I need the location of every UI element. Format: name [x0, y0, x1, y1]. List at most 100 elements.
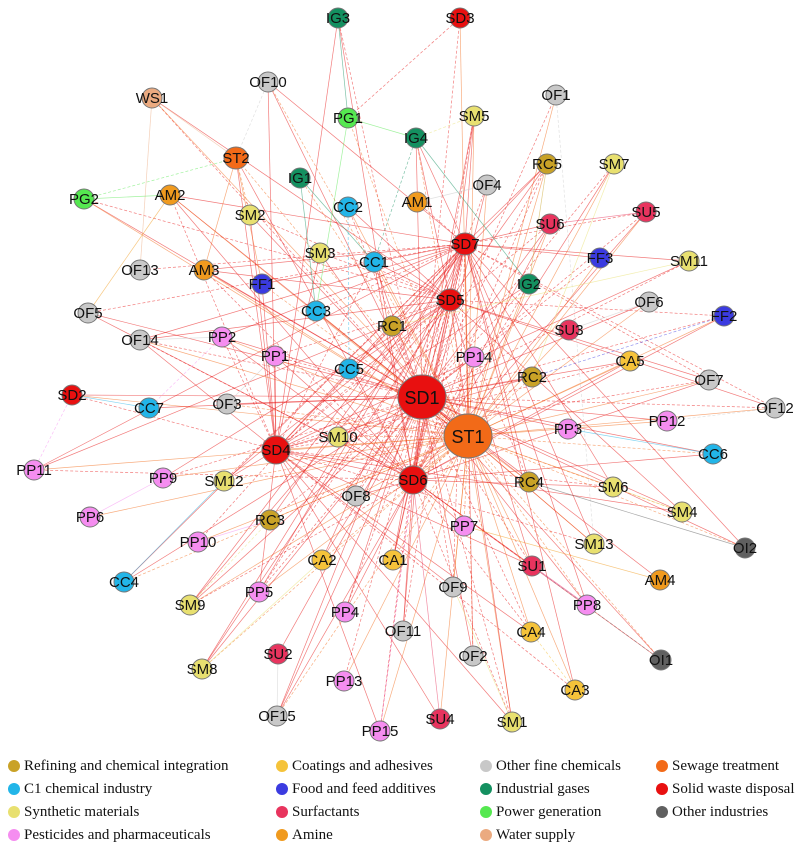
node-sd2[interactable]: SD2 — [57, 384, 87, 406]
node-sd3[interactable]: SD3 — [445, 7, 475, 29]
node-pp3[interactable]: PP3 — [554, 418, 582, 440]
node-su2[interactable]: SU2 — [263, 643, 293, 665]
node-of11[interactable]: OF11 — [385, 620, 421, 642]
node-cc3[interactable]: CC3 — [301, 300, 331, 322]
node-ff3[interactable]: FF3 — [587, 247, 614, 269]
node-pp4[interactable]: PP4 — [331, 601, 359, 623]
node-sd5[interactable]: SD5 — [435, 288, 465, 312]
node-sm1[interactable]: SM1 — [497, 711, 528, 733]
node-of8[interactable]: OF8 — [341, 485, 371, 507]
node-of15[interactable]: OF15 — [258, 705, 296, 727]
node-sm3[interactable]: SM3 — [305, 242, 336, 264]
node-sm7[interactable]: SM7 — [599, 153, 630, 175]
edge-ST1-OF7 — [467, 379, 710, 437]
node-ig2[interactable]: IG2 — [517, 273, 541, 295]
node-rc1[interactable]: RC1 — [377, 315, 407, 337]
node-pp12[interactable]: PP12 — [649, 410, 686, 432]
node-pg1[interactable]: PG1 — [333, 107, 363, 129]
node-ig3[interactable]: IG3 — [326, 7, 350, 29]
node-pp7[interactable]: PP7 — [450, 515, 478, 537]
node-sd6[interactable]: SD6 — [398, 465, 428, 495]
node-of13[interactable]: OF13 — [121, 259, 159, 281]
node-pp6[interactable]: PP6 — [76, 506, 104, 528]
node-sm11[interactable]: SM11 — [670, 250, 708, 272]
node-rc3[interactable]: RC3 — [255, 509, 285, 531]
node-pp14[interactable]: PP14 — [456, 346, 493, 368]
legend-swatch-solid-waste — [656, 783, 668, 795]
edge-SD4-SU6 — [275, 223, 551, 451]
node-pp9[interactable]: PP9 — [149, 467, 177, 489]
node-st1[interactable]: ST1 — [443, 413, 493, 459]
node-su3[interactable]: SU3 — [554, 319, 584, 341]
node-of14[interactable]: OF14 — [121, 329, 159, 351]
edge-SD6-CA5 — [412, 360, 631, 481]
node-pp11[interactable]: PP11 — [16, 459, 52, 481]
node-of2[interactable]: OF2 — [458, 645, 488, 667]
node-of10[interactable]: OF10 — [249, 71, 287, 93]
node-pp15[interactable]: PP15 — [362, 720, 399, 742]
node-sm6[interactable]: SM6 — [598, 476, 629, 498]
node-pp1[interactable]: PP1 — [261, 345, 289, 367]
node-rc4[interactable]: RC4 — [514, 471, 544, 493]
node-su5[interactable]: SU5 — [631, 201, 661, 223]
node-cc2[interactable]: CC2 — [333, 196, 363, 218]
node-of5[interactable]: OF5 — [73, 302, 103, 324]
node-ws1[interactable]: WS1 — [136, 87, 169, 109]
node-cc7[interactable]: CC7 — [134, 397, 164, 419]
node-ca5[interactable]: CA5 — [615, 350, 645, 372]
node-sd4[interactable]: SD4 — [261, 435, 291, 465]
node-am2[interactable]: AM2 — [155, 184, 186, 206]
node-am4[interactable]: AM4 — [645, 569, 676, 591]
node-pg2[interactable]: PG2 — [69, 188, 99, 210]
node-sm8[interactable]: SM8 — [187, 658, 218, 680]
node-cc1[interactable]: CC1 — [359, 251, 389, 273]
node-pp13[interactable]: PP13 — [326, 670, 363, 692]
node-sd7[interactable]: SD7 — [450, 232, 480, 256]
node-ig1[interactable]: IG1 — [288, 167, 312, 189]
node-of12[interactable]: OF12 — [756, 397, 794, 419]
node-sm13[interactable]: SM13 — [574, 533, 614, 555]
node-ig4[interactable]: IG4 — [404, 127, 428, 149]
node-cc4[interactable]: CC4 — [109, 571, 139, 593]
node-rc5[interactable]: RC5 — [532, 153, 562, 175]
node-am1[interactable]: AM1 — [402, 191, 433, 213]
node-am3[interactable]: AM3 — [189, 259, 220, 281]
node-sm12[interactable]: SM12 — [204, 470, 244, 492]
node-sm5[interactable]: SM5 — [459, 105, 490, 127]
node-ca1[interactable]: CA1 — [378, 549, 408, 571]
node-ca2[interactable]: CA2 — [307, 549, 337, 571]
node-pp10[interactable]: PP10 — [180, 531, 217, 553]
node-sm4[interactable]: SM4 — [667, 501, 698, 523]
node-cc6[interactable]: CC6 — [698, 443, 728, 465]
node-sm9[interactable]: SM9 — [175, 594, 206, 616]
node-of4[interactable]: OF4 — [472, 174, 502, 196]
node-oi2[interactable]: OI2 — [733, 537, 757, 559]
node-cc5[interactable]: CC5 — [334, 358, 364, 380]
node-ca4[interactable]: CA4 — [516, 621, 546, 643]
edge-SD6-SM9 — [189, 479, 414, 606]
node-ca3[interactable]: CA3 — [560, 679, 590, 701]
node-pp5[interactable]: PP5 — [245, 581, 273, 603]
legend-label-other-industries: Other industries — [672, 803, 769, 820]
node-sd1[interactable]: SD1 — [397, 374, 447, 420]
node-of1[interactable]: OF1 — [541, 84, 571, 106]
node-su1[interactable]: SU1 — [517, 555, 547, 577]
node-sm2[interactable]: SM2 — [235, 204, 266, 226]
node-rc2[interactable]: RC2 — [517, 366, 547, 388]
node-of9[interactable]: OF9 — [438, 576, 468, 598]
node-circle-of15 — [266, 705, 288, 727]
node-label-ca1: CA1 — [378, 552, 407, 569]
node-pp8[interactable]: PP8 — [573, 594, 601, 616]
node-ff1[interactable]: FF1 — [249, 273, 276, 295]
node-label-cc1: CC1 — [359, 254, 389, 271]
node-ff2[interactable]: FF2 — [711, 305, 738, 327]
node-of3[interactable]: OF3 — [212, 393, 242, 415]
node-su4[interactable]: SU4 — [425, 708, 455, 730]
node-pp2[interactable]: PP2 — [208, 326, 236, 348]
node-sm10[interactable]: SM10 — [318, 426, 358, 448]
node-of6[interactable]: OF6 — [634, 291, 664, 313]
node-su6[interactable]: SU6 — [535, 213, 565, 235]
node-st2[interactable]: ST2 — [222, 146, 250, 170]
node-of7[interactable]: OF7 — [694, 369, 724, 391]
node-oi1[interactable]: OI1 — [649, 649, 673, 671]
